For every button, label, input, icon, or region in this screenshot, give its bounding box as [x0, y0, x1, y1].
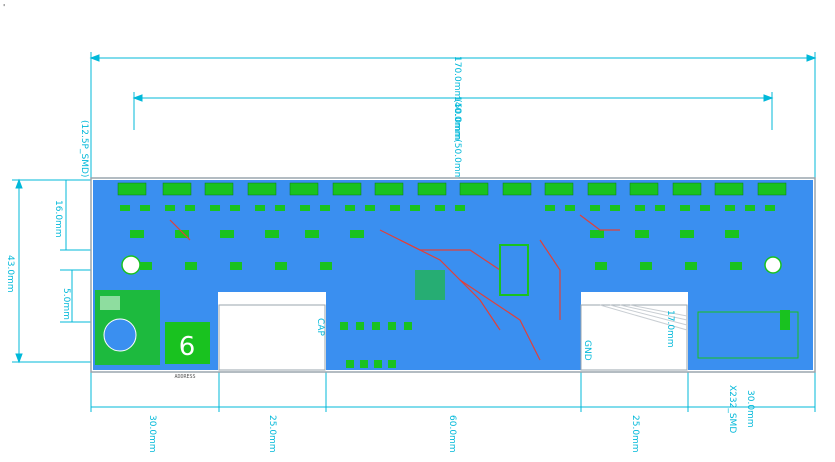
top-dimension-overall: [89, 52, 817, 178]
bottom-dim-4: 25.0mm: [630, 415, 640, 453]
battery-holder: [95, 290, 160, 365]
mounting-hole-left: [121, 255, 141, 275]
bottom-dimension-lines: [90, 372, 816, 412]
central-ic: [499, 244, 529, 296]
right-inner-dim: 17.0mm: [665, 310, 675, 348]
right-module: [697, 310, 799, 359]
pcb-board: 6 ADDRESS CAP GND X232_SMD 17.0mm: [90, 177, 816, 433]
secondary-ic: [415, 270, 445, 300]
bottom-dim-1: 30.0mm: [147, 415, 157, 453]
corner-mark: ': [3, 3, 5, 12]
digit-block: 6: [165, 322, 210, 364]
big-digit: 6: [179, 332, 196, 362]
connector-row: [117, 182, 787, 196]
gnd-label: GND: [582, 340, 592, 361]
inner-width-label: 140.0mm(50.0mm: [452, 96, 462, 180]
left-height-label: 43.0mm: [5, 255, 15, 293]
red-traces: [169, 214, 620, 361]
hatch-lines: [599, 304, 688, 331]
left-dimension-lines: [12, 178, 95, 364]
mounting-hole-right: [764, 256, 782, 274]
top-left-part-label: (12.5P_SMD): [79, 120, 89, 177]
left-mid-label: 5.0mm: [61, 288, 71, 320]
x232-part-label: X232_SMD: [727, 385, 737, 433]
left-upper-label: 16.0mm: [53, 200, 63, 238]
board-cutout-left: [218, 304, 326, 371]
bottom-dim-3: 60.0mm: [447, 415, 457, 453]
bottom-dimension-labels: 30.0mm 25.0mm 60.0mm 25.0mm 30.0mm: [147, 390, 755, 453]
bottom-dim-5: 30.0mm: [745, 390, 755, 428]
bottom-dim-2: 25.0mm: [267, 415, 277, 453]
cap-label: CAP: [315, 318, 325, 336]
address-label: ADDRESS: [174, 374, 195, 380]
top-dimension-inner: [132, 92, 774, 130]
